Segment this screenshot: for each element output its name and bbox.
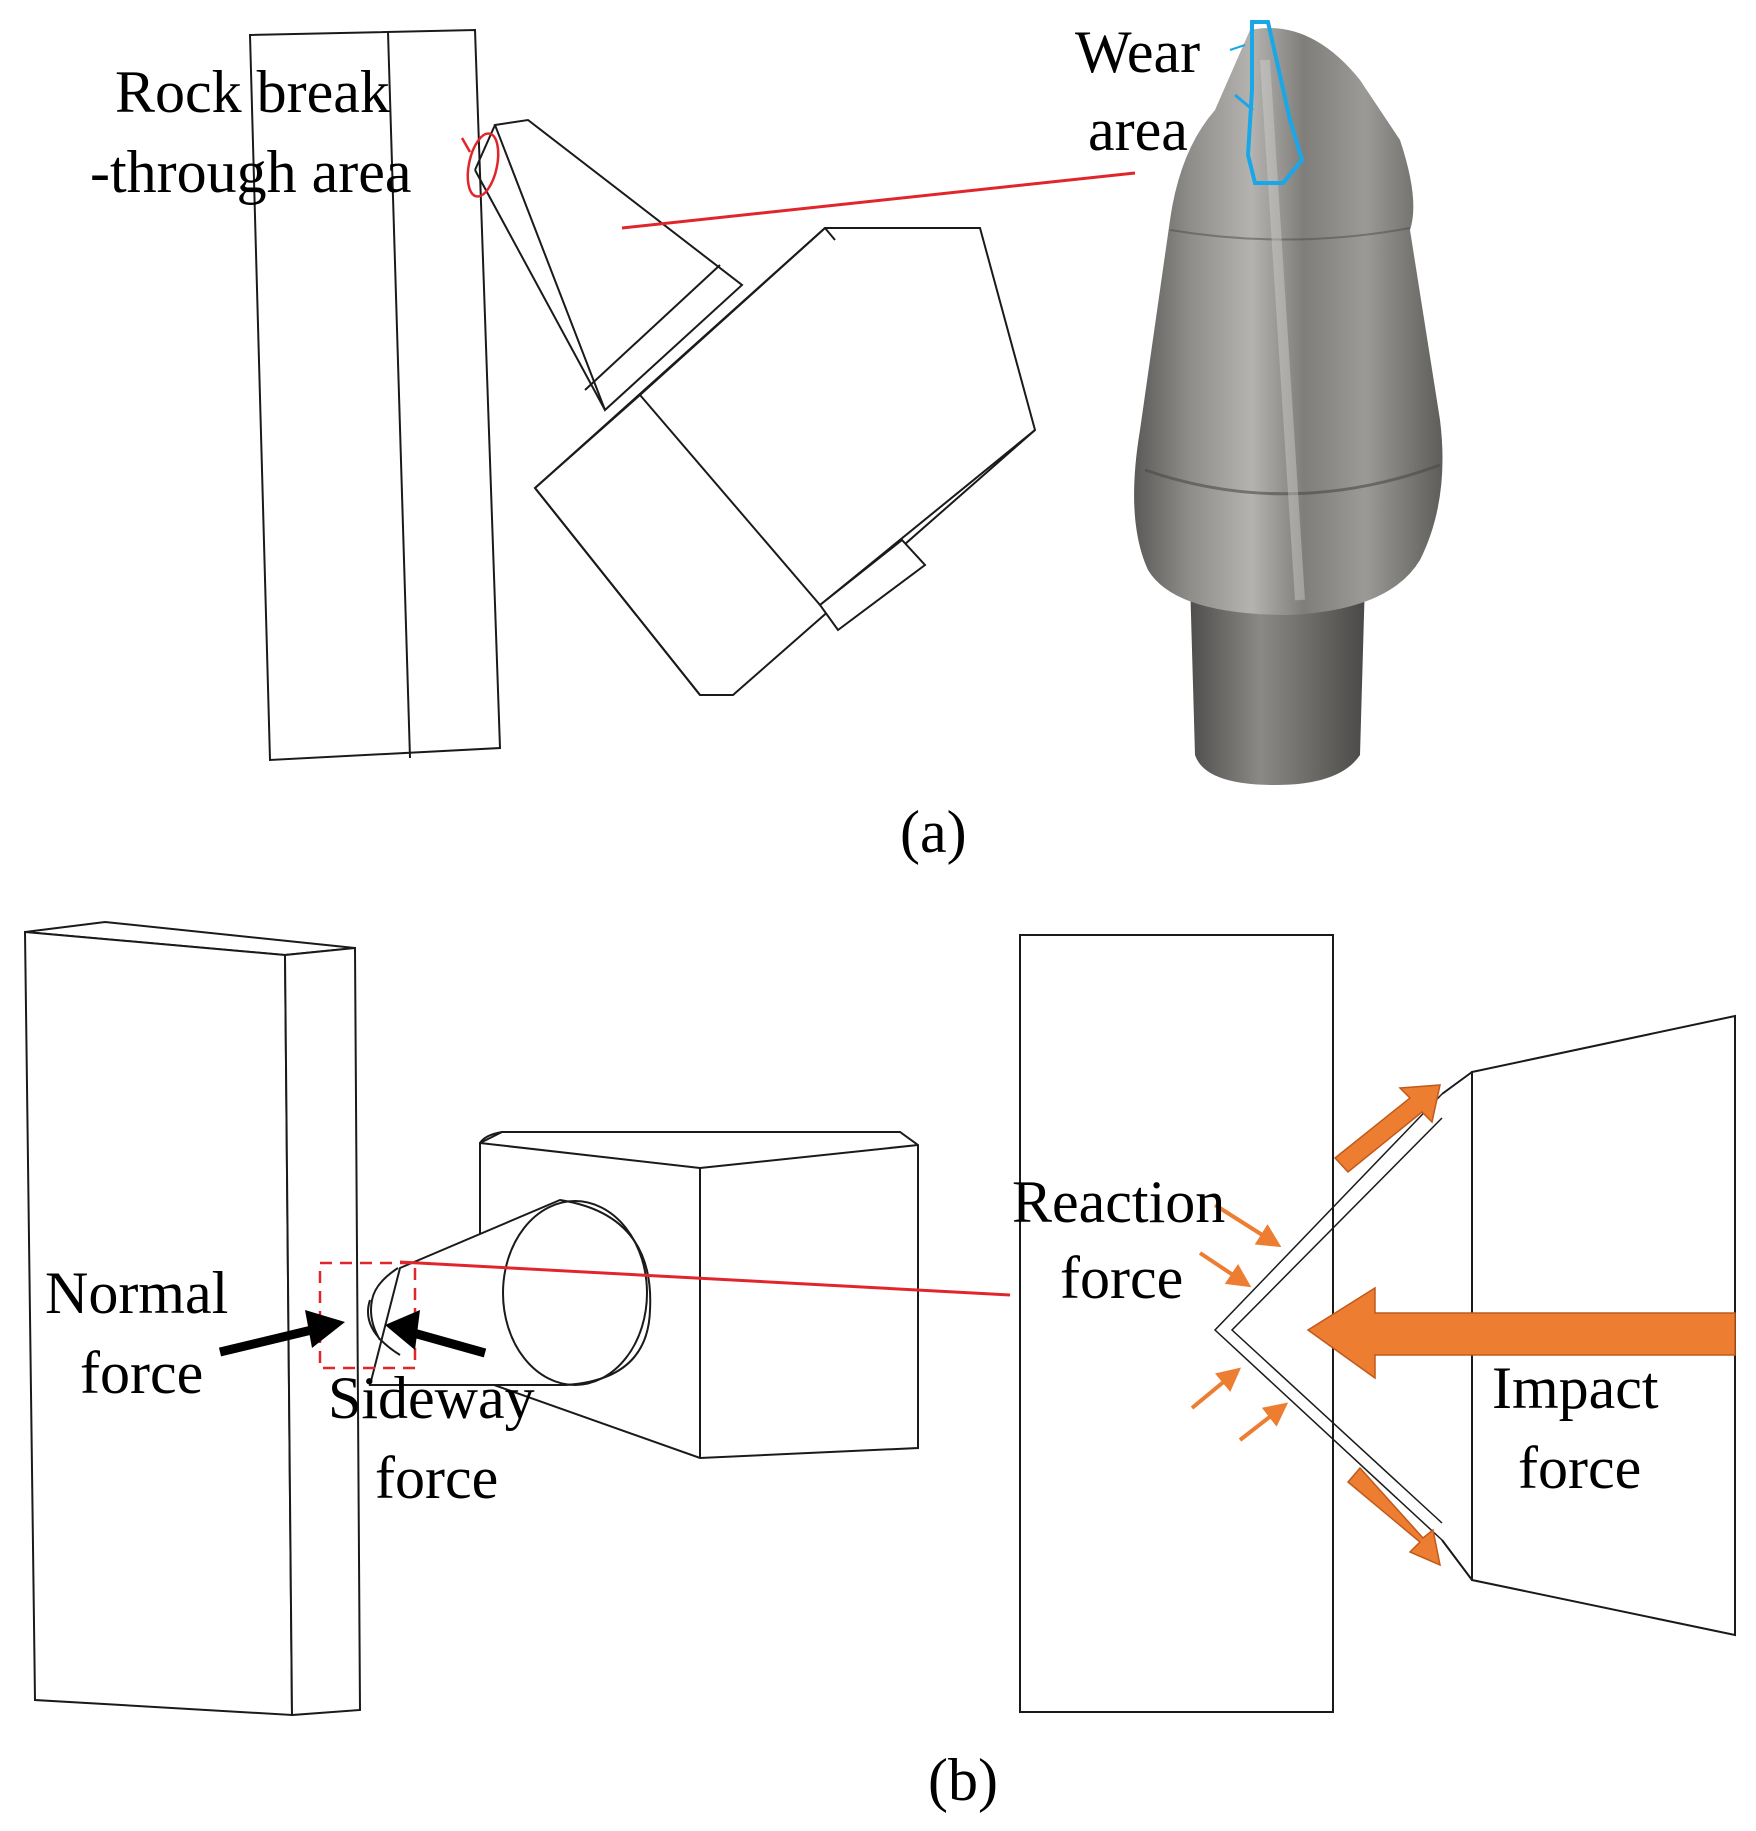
callout-line-b: [399, 1260, 1011, 1297]
panel-a: [248, 28, 1136, 762]
reaction-force-label-line1: Reaction: [1012, 1169, 1225, 1235]
impact-force-label-line2: force: [1518, 1435, 1641, 1501]
rock-section: [1019, 934, 1334, 1713]
impact-force-arrow: [1306, 1286, 1736, 1380]
wear-pointer: [1234, 93, 1254, 112]
callout-line-a: [621, 171, 1136, 230]
pick-tip-outer: [1213, 1093, 1443, 1541]
pick-photo: [1134, 20, 1443, 785]
pick-cone-b: [367, 1198, 652, 1386]
pick-shank: [1190, 580, 1365, 785]
pick-body: [1134, 28, 1443, 615]
normal-force-label-line1: Normal: [45, 1260, 228, 1326]
rock-block-b: [23, 920, 362, 1717]
reaction-arrows: [1190, 1203, 1289, 1442]
reaction-force-label-line2: force: [1060, 1245, 1183, 1311]
rock-block-a: [248, 28, 502, 762]
breakthrough-tick: [460, 137, 472, 153]
wear-outline: [1245, 20, 1305, 185]
normal-force-label-line2: force: [80, 1340, 203, 1406]
rock-break-label-line2: -through area: [90, 139, 412, 205]
breakthrough-circle: [466, 132, 500, 198]
rock-break-label-line1: Rock break: [115, 59, 390, 125]
pick-holder-a: [533, 227, 1037, 696]
impact-force-label-line1: Impact: [1492, 1355, 1659, 1421]
sideway-force-label-line1: Sideway: [328, 1365, 535, 1431]
wear-label-line2: area: [1088, 97, 1188, 163]
panel-b-left: [23, 920, 919, 1717]
normal-force-arrow: [218, 1310, 345, 1357]
wear-label-line1: Wear: [1075, 19, 1200, 85]
ejection-arrow-bottom: [1346, 1466, 1442, 1567]
caption-b: (b): [928, 1747, 998, 1813]
caption-a: (a): [900, 799, 967, 865]
pick-cone-a: [474, 118, 744, 412]
ejection-arrow-top: [1333, 1084, 1441, 1174]
pick-tip-inner: [1230, 1117, 1443, 1524]
sideway-force-arrow: [385, 1310, 487, 1358]
sideway-force-label-line2: force: [375, 1445, 498, 1511]
